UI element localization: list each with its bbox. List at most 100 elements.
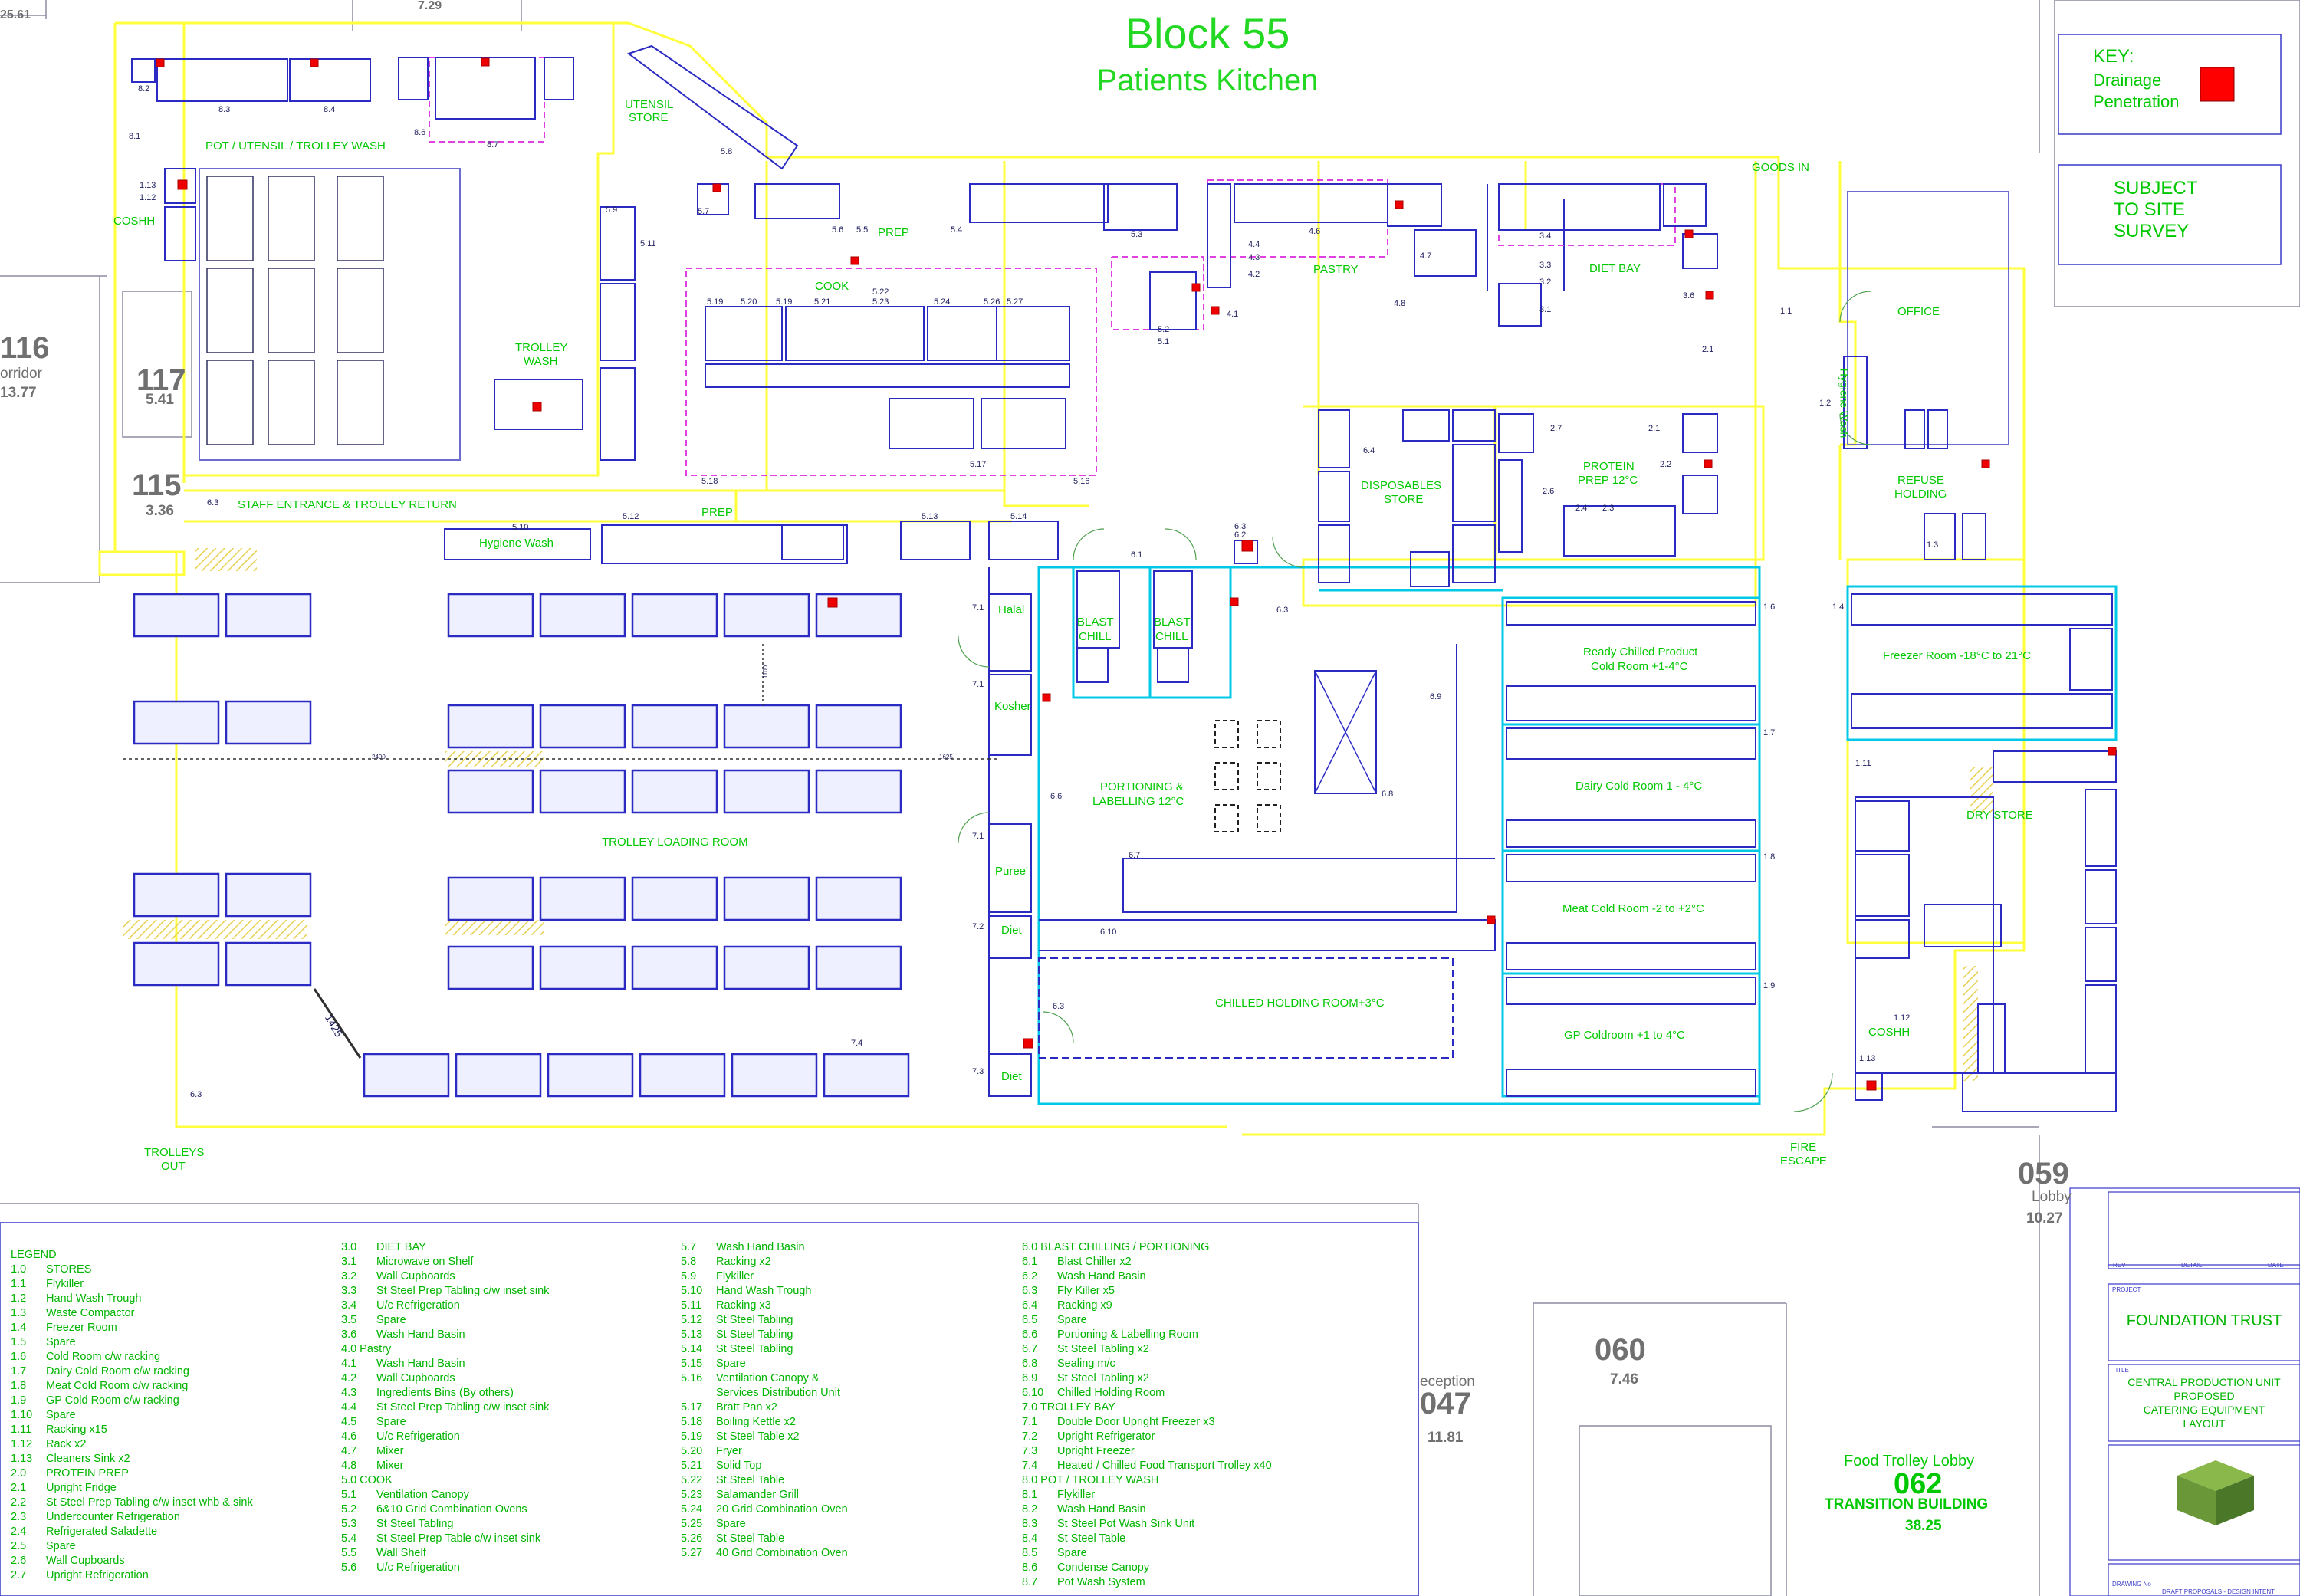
room-name-062: Food Trolley Lobby: [1844, 1453, 1975, 1470]
drainage-penetrations: [156, 57, 2117, 1091]
code-6-1: 6.1: [1131, 550, 1143, 560]
room-number-115: 115: [132, 468, 182, 502]
code-7-1-c: 7.1: [972, 832, 984, 841]
code-5-9: 5.9: [606, 205, 618, 215]
room-area-060: 7.46: [1610, 1371, 1638, 1387]
legend-row: 6.0 BLAST CHILLING / PORTIONING: [1022, 1241, 1210, 1253]
room-name-059: Lobby: [2032, 1189, 2072, 1205]
key-swatch: [2200, 67, 2235, 102]
room-blast-chill-2a: BLAST: [1154, 616, 1191, 629]
code-5-20: 5.20: [741, 297, 757, 307]
room-number-top-left: 25.61: [0, 8, 31, 21]
code-5-24: 5.24: [934, 297, 951, 307]
code-5-12: 5.12: [623, 512, 639, 521]
room-sub-062: TRANSITION BUILDING: [1825, 1496, 1989, 1512]
room-disposables-1: DISPOSABLES: [1361, 479, 1442, 492]
code-6-10: 6.10: [1100, 928, 1117, 937]
room-dairy: Dairy Cold Room 1 - 4°C: [1576, 780, 1703, 793]
code-6-7: 6.7: [1129, 851, 1141, 860]
code-4-6: 4.6: [1309, 227, 1321, 236]
room-disposables-2: STORE: [1384, 493, 1424, 506]
room-number-047: 047: [1420, 1387, 1471, 1420]
code-1-11: 1.11: [1855, 759, 1871, 768]
title-block-detail: DETAIL: [2181, 1262, 2203, 1269]
code-6-3-c: 6.3: [1276, 606, 1289, 615]
code-2-3: 2.3: [1602, 504, 1615, 513]
code-5-19b: 5.19: [776, 297, 793, 307]
code-6-8: 6.8: [1382, 790, 1394, 799]
food-transport-trolleys: [133, 593, 910, 1098]
title-block-title-3: CATERING EQUIPMENT: [2143, 1404, 2266, 1416]
code-5-16: 5.16: [1073, 477, 1090, 486]
room-dry-store: DRY STORE: [1967, 809, 2033, 822]
code-2-1: 2.1: [1648, 424, 1661, 433]
code-4-7: 4.7: [1420, 251, 1432, 261]
code-6-3-e: 6.3: [190, 1090, 202, 1099]
code-7-4: 7.4: [851, 1039, 863, 1048]
room-number-059: 059: [2018, 1157, 2069, 1190]
code-6-3-d: 6.3: [1053, 1002, 1065, 1011]
room-hygiene-wash-vertical: Hygiene Wash: [1838, 368, 1851, 438]
code-1-4: 1.4: [1832, 603, 1845, 612]
room-prep-top: PREP: [878, 226, 909, 239]
code-5-19a: 5.19: [707, 297, 724, 307]
room-freezer: Freezer Room -18°C to 21°C: [1883, 649, 2031, 662]
room-coshh: COSHH: [113, 215, 156, 228]
room-pastry: PASTRY: [1313, 263, 1359, 276]
code-8-3: 8.3: [219, 105, 231, 114]
code-5-4: 5.4: [951, 225, 963, 235]
legend-row: 5.0 COOK: [341, 1474, 393, 1486]
code-7-1-b: 7.1: [972, 680, 984, 689]
title-block-date: DATE: [2268, 1262, 2284, 1269]
title-block-title-1: CENTRAL PRODUCTION UNIT: [2128, 1376, 2281, 1388]
room-goods-in: GOODS IN: [1752, 161, 1810, 174]
room-ready-chilled-2: Cold Room +1-4°C: [1591, 660, 1688, 673]
code-1-1: 1.1: [1780, 307, 1792, 316]
dimension-1100: 1100: [762, 665, 770, 679]
room-office: OFFICE: [1898, 305, 1940, 318]
code-5-22: 5.22: [872, 287, 889, 297]
kitchen-equipment: [131, 44, 2117, 1112]
code-3-2: 3.2: [1539, 277, 1552, 287]
cold-room-walls: [1037, 566, 2118, 1105]
code-5-1: 5.1: [1158, 337, 1170, 346]
code-2-4: 2.4: [1576, 504, 1588, 513]
code-6-6: 6.6: [1050, 792, 1063, 801]
